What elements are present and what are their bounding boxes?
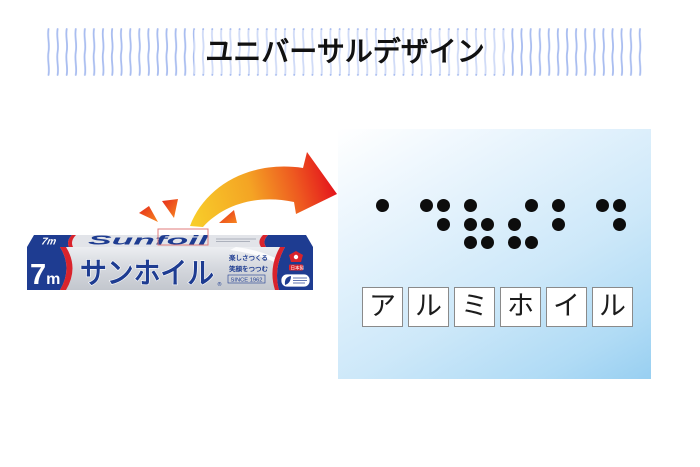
box-top-left-end	[27, 235, 72, 247]
red-accent-stripe	[272, 247, 285, 290]
box-top-right-end	[264, 235, 313, 247]
product-box: 7m Sunfoil 7m サンホイル ® 楽しさつくる 笑顔をつつむ SINC…	[27, 233, 313, 291]
braille-cell	[376, 129, 406, 269]
braille-dot	[552, 217, 565, 231]
highlight-box	[157, 228, 209, 246]
braille-dots	[338, 129, 651, 269]
char-box: ア	[362, 287, 403, 327]
red-accent-stripe	[60, 247, 73, 290]
braille-dot	[437, 199, 450, 212]
braille-dot	[613, 199, 626, 212]
char-box: イ	[546, 287, 587, 327]
since-badge-frame	[227, 274, 266, 284]
braille-dot	[525, 236, 538, 249]
tagline-1: 楽しさつくる	[228, 253, 268, 262]
maker-logo-icon	[289, 251, 303, 262]
braille-dot	[552, 199, 565, 212]
braille-dot	[481, 217, 494, 231]
braille-cell	[552, 129, 582, 269]
braille-dot	[481, 236, 494, 249]
braille-dot	[420, 199, 433, 212]
fine-print-lines	[216, 238, 256, 242]
leaf-icon	[284, 276, 291, 285]
registered-mark: ®	[217, 281, 222, 288]
burst-marks-icon	[139, 199, 237, 223]
braille-dot	[596, 199, 609, 212]
page-title: ユニバーサルデザイン	[205, 35, 485, 68]
braille-dot	[508, 217, 521, 231]
eco-badge-text-lines	[293, 277, 307, 284]
char-box: ミ	[454, 287, 495, 327]
braille-cell	[508, 129, 538, 269]
braille-dot	[508, 236, 521, 249]
braille-cell	[596, 129, 626, 269]
tagline-2: 笑顔をつつむ	[229, 264, 269, 273]
char-box: ル	[592, 287, 633, 327]
box-top-face	[27, 235, 313, 247]
red-accent-stripe	[259, 235, 268, 247]
made-in-label: 日本製	[291, 265, 305, 272]
braille-dot	[464, 236, 477, 249]
braille-dot	[613, 217, 626, 231]
braille-dot	[376, 199, 389, 212]
white-swoosh	[230, 247, 283, 266]
size-unit: m	[46, 271, 60, 288]
header-banner: ユニバーサルデザイン	[44, 28, 646, 76]
braille-dot	[525, 199, 538, 212]
since-label: SINCE 1962	[231, 278, 263, 284]
braille-dot	[437, 217, 450, 231]
box-front-left-end	[27, 247, 67, 290]
brand-name-english: Sunfoil	[88, 233, 209, 248]
char-box: ル	[408, 287, 449, 327]
braille-dot	[464, 199, 477, 212]
braille-cell	[464, 129, 494, 269]
size-number: 7	[30, 259, 46, 291]
braille-panel: ア ル ミ ホ イ ル	[338, 129, 651, 379]
braille-cell	[420, 129, 450, 269]
made-in-badge	[289, 264, 303, 271]
braille-dot	[464, 217, 477, 231]
title-backdrop	[194, 30, 504, 74]
curved-arrow-icon	[190, 152, 337, 227]
size-label: 7m	[30, 259, 60, 291]
brand-name-japanese: サンホイル	[80, 256, 214, 290]
char-box: ホ	[500, 287, 541, 327]
wavy-stripes-decoration	[44, 28, 646, 76]
top-size-label: 7m	[40, 237, 57, 248]
red-accent-stripe	[68, 235, 76, 247]
